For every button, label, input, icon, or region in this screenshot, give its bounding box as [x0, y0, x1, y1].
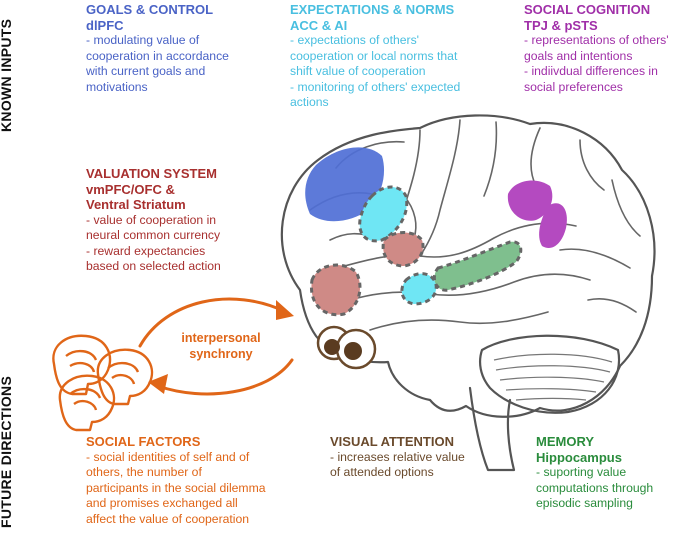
valuation-line: - value of cooperation in — [86, 212, 217, 227]
brain-outline — [280, 114, 656, 472]
valuation-region: Ventral Striatum — [86, 197, 186, 212]
memory-title: MEMORY — [536, 434, 595, 449]
social-factors-block: SOCIAL FACTORS - social identities of se… — [86, 434, 322, 527]
region-vmpfc-striatum — [309, 231, 425, 317]
synchrony-line1: interpersonal — [181, 331, 261, 345]
valuation-region: vmPFC/OFC & — [86, 181, 175, 197]
goals-line: - modulating value of — [86, 33, 200, 47]
memory-line: episodic sampling — [536, 496, 633, 510]
expectations-line: - monitoring of others' expected — [290, 79, 461, 94]
goals-line: motivations — [86, 79, 148, 94]
region-tpj-psts — [507, 180, 567, 248]
expectations-line: shift value of cooperation — [290, 64, 426, 78]
goals-control-block: GOALS & CONTROL dlPFC - modulating value… — [86, 2, 286, 95]
expectations-region: ACC & AI — [290, 17, 348, 33]
region-acc-ai — [358, 185, 438, 306]
expectations-line: cooperation or local norms that — [290, 48, 458, 63]
cycle-arrows-icon — [138, 297, 294, 396]
social-cognition-line: - indiivdual differences in — [524, 64, 658, 78]
expectations-title: EXPECTATIONS & NORMS — [290, 2, 455, 17]
social-cognition-line: goals and intentions — [524, 48, 633, 63]
goals-line: cooperation in accordance — [86, 48, 229, 63]
social-cognition-region: TPJ & pSTS — [524, 17, 598, 33]
valuation-line: - reward expectancies — [86, 243, 206, 258]
valuation-block: VALUATION SYSTEM vmPFC/OFC & Ventral Str… — [86, 166, 286, 275]
expectations-block: EXPECTATIONS & NORMS ACC & AI - expectat… — [290, 2, 500, 111]
valuation-title: VALUATION SYSTEM — [86, 166, 217, 181]
synchrony-line2: synchrony — [189, 347, 253, 361]
eyes-icon — [316, 325, 377, 370]
region-dlpfc — [305, 147, 385, 222]
memory-line: computations through — [536, 480, 654, 495]
goals-region: dlPFC — [86, 17, 124, 33]
social-factors-line: others, the number of — [86, 465, 202, 479]
memory-block: MEMORY Hippocampus - suporting value com… — [536, 434, 680, 512]
social-cognition-block: SOCIAL COGNITION TPJ & pSTS - representa… — [524, 2, 680, 95]
valuation-line: neural common currency — [86, 228, 221, 242]
visual-attention-line: - increases relative value — [330, 449, 465, 464]
visual-attention-block: VISUAL ATTENTION - increases relative va… — [330, 434, 510, 481]
synchrony-label: interpersonal synchrony — [166, 330, 276, 362]
expectations-line: - expectations of others' — [290, 33, 420, 47]
valuation-line: based on selected action — [86, 259, 221, 273]
social-cognition-line: - representations of others' — [524, 33, 669, 47]
expectations-line: actions — [290, 95, 329, 109]
visual-attention-line: of attended options — [330, 465, 434, 479]
memory-region: Hippocampus — [536, 449, 622, 465]
social-factors-title: SOCIAL FACTORS — [86, 434, 201, 449]
social-factors-line: and promises exchanged all — [86, 496, 238, 510]
region-hippocampus — [432, 240, 523, 292]
goals-line: with current goals and — [86, 64, 206, 78]
visual-attention-title: VISUAL ATTENTION — [330, 434, 454, 449]
social-factors-line: - social identities of self and of — [86, 449, 250, 464]
social-cognition-line: social preferences — [524, 79, 623, 94]
social-factors-line: participants in the social dilemma — [86, 480, 266, 495]
heads-icon — [52, 334, 154, 432]
memory-line: - suporting value — [536, 465, 627, 479]
social-cognition-title: SOCIAL COGNITION — [524, 2, 651, 17]
goals-title: GOALS & CONTROL — [86, 2, 214, 17]
social-factors-line: affect the value of cooperation — [86, 511, 250, 526]
